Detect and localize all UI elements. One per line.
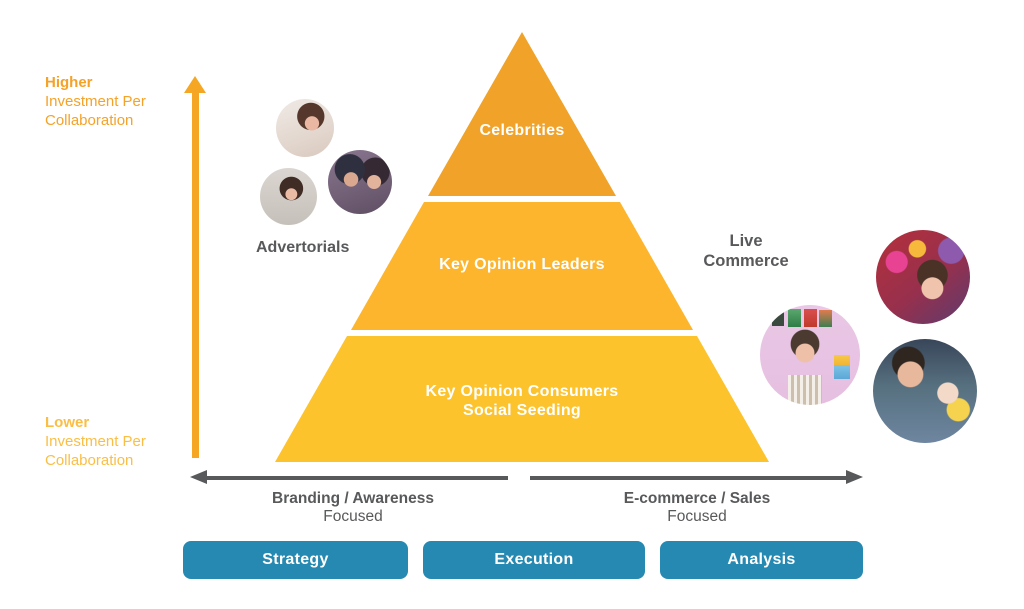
y-axis-label-lower-line2: Investment Per: [45, 433, 146, 450]
x-axis-label-branding-title: Branding / Awareness: [272, 490, 434, 507]
x-axis-label-branding: Branding / Awareness Focused: [233, 490, 473, 526]
left-arrow-icon: [190, 470, 207, 484]
advertorial-photo-3: [328, 150, 392, 214]
live-commerce-photo-3: [873, 339, 977, 443]
y-axis-label-higher-line3: Collaboration: [45, 112, 134, 129]
execution-button[interactable]: Execution: [423, 541, 645, 579]
y-axis-label-lower-line3: Collaboration: [45, 452, 134, 469]
right-arrow-icon: [846, 470, 863, 484]
live-commerce-photo-2: [876, 230, 970, 324]
x-axis-label-ecommerce-title: E-commerce / Sales: [623, 490, 771, 507]
y-axis-label-higher: Higher Investment Per Collaboration: [45, 73, 205, 130]
x-axis-label-branding-sub: Focused: [323, 508, 383, 525]
live-commerce-photo-1: [760, 305, 860, 405]
tier-label-koc-line1: Key Opinion Consumers: [425, 383, 619, 400]
y-axis-label-lower: Lower Investment Per Collaboration: [45, 413, 205, 470]
strategy-button[interactable]: Strategy: [183, 541, 408, 579]
tier-label-celebrities: Celebrities: [479, 122, 565, 139]
y-axis-label-higher-title: Higher: [45, 74, 93, 91]
advertorial-photo-1: [276, 99, 334, 157]
analysis-button[interactable]: Analysis: [660, 541, 863, 579]
x-axis-label-ecommerce: E-commerce / Sales Focused: [577, 490, 817, 526]
advertorial-photo-2: [260, 168, 317, 225]
tier-label-key-opinion-consumers: Key Opinion Consumers Social Seeding: [382, 382, 662, 420]
pyramid-tier-kol: [351, 202, 693, 330]
x-axis-line-right: [530, 476, 847, 480]
tier-label-koc-line2: Social Seeding: [462, 402, 581, 419]
live-commerce-label-line1: Live: [729, 232, 763, 250]
y-axis-label-lower-title: Lower: [45, 414, 90, 431]
x-axis-line-left: [206, 476, 508, 480]
advertorials-label: Advertorials: [256, 239, 350, 256]
live-commerce-label-line2: Commerce: [703, 252, 789, 270]
up-arrow-icon: [184, 76, 206, 93]
pyramid-tier-koc: [275, 336, 769, 462]
pyramid-tier-celebrities: [428, 32, 616, 196]
y-axis-line: [192, 92, 199, 458]
tier-label-key-opinion-leaders: Key Opinion Leaders: [439, 256, 605, 273]
live-commerce-label: Live Commerce: [684, 231, 808, 271]
y-axis-label-higher-line2: Investment Per: [45, 93, 146, 110]
x-axis-label-ecommerce-sub: Focused: [667, 508, 727, 525]
